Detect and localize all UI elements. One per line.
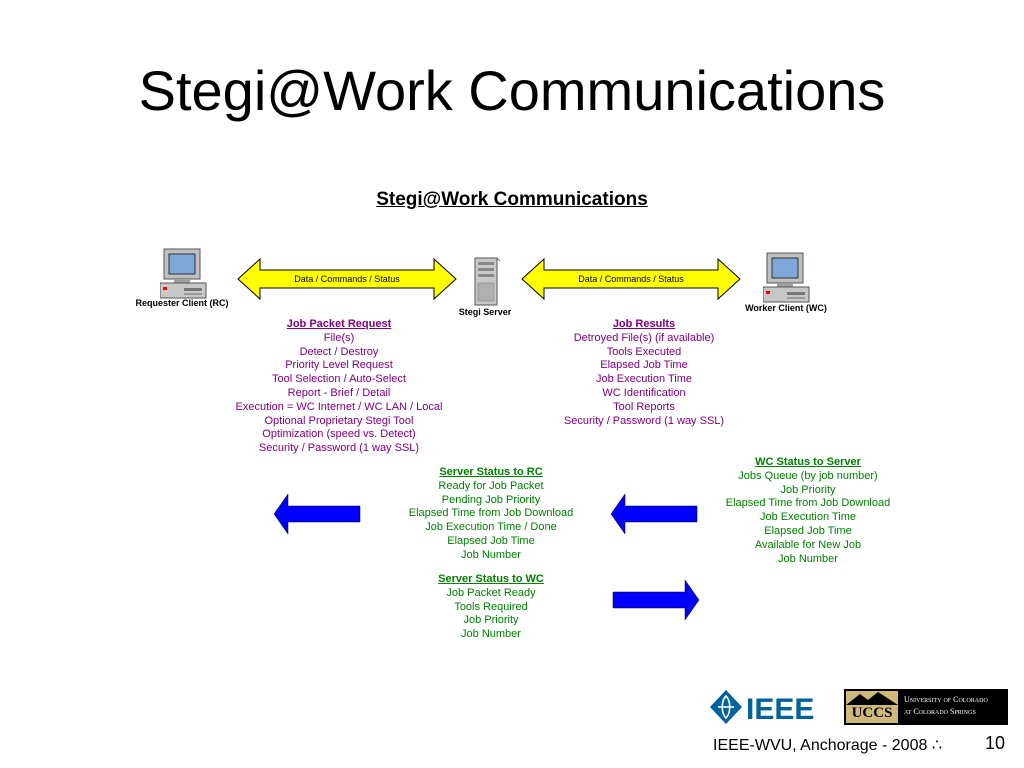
list-item: File(s) [323, 331, 355, 344]
server-icon [474, 257, 500, 306]
list-item: Job Priority [463, 614, 519, 627]
list-item: Available for New Job [754, 538, 862, 551]
list-item: Pending Job Priority [441, 493, 541, 506]
mountain-icon [846, 692, 898, 705]
page-number: 10 [985, 733, 1006, 753]
list-item: Job Packet Ready [446, 586, 536, 599]
list-item: Tool Reports [613, 400, 675, 413]
list-item: Priority Level Request [285, 359, 393, 372]
wc-status-server-heading: WC Status to Server [755, 456, 861, 468]
rc-server-double-arrow [237, 257, 457, 301]
list-item: Elapsed Time from Job Download [408, 507, 574, 520]
uccs-line-1: University of Colorado [904, 695, 988, 704]
list-item: Detect / Destroy [299, 345, 379, 358]
footer-text: IEEE-WVU, Anchorage - 2008 ∴ [713, 737, 942, 754]
worker-client-label: Worker Client (WC) [745, 303, 827, 313]
uccs-short-name: UCCS [851, 705, 893, 721]
list-item: Job Priority [780, 483, 836, 496]
list-item: Job Number [461, 628, 521, 641]
list-item: Elapsed Job Time [447, 534, 535, 547]
job-packet-request-heading: Job Packet Request [286, 318, 392, 330]
diagram-title: Stegi@Work Communications [376, 189, 648, 210]
job-results-block: Job Results Detroyed File(s) (if availab… [524, 318, 764, 428]
server-wc-double-arrow [521, 257, 741, 301]
list-item: Jobs Queue (by job number) [738, 469, 878, 482]
list-item: Report - Brief / Detail [287, 386, 391, 399]
blue-left-arrow-from-wc [610, 493, 698, 535]
list-item: Elapsed Time from Job Download [725, 497, 891, 510]
job-packet-request-block: Job Packet Request File(s) Detect / Dest… [200, 318, 478, 456]
slide-title: Stegi@Work Communications [138, 59, 886, 122]
wc-status-server-block: WC Status to Server Jobs Queue (by job n… [702, 456, 914, 566]
job-results-heading: Job Results [612, 318, 676, 330]
list-item: Optimization (speed vs. Detect) [262, 428, 416, 441]
blue-right-arrow-to-wc [612, 579, 700, 621]
right-link-label: Data / Commands / Status [578, 274, 684, 284]
list-item: Elapsed Job Time [764, 524, 852, 537]
server-status-wc-heading: Server Status to WC [438, 573, 544, 585]
requester-computer-icon [160, 248, 207, 299]
list-item: WC Identification [602, 386, 686, 399]
server-status-rc-block: Server Status to RC Ready for Job Packet… [382, 466, 600, 563]
list-item: Tools Executed [606, 345, 682, 358]
list-item: Ready for Job Packet [438, 479, 544, 492]
uccs-line-2: at Colorado Springs [904, 707, 976, 716]
list-item: Detroyed File(s) (if available) [573, 331, 715, 344]
list-item: Job Execution Time [596, 373, 692, 386]
list-item: Job Number [778, 552, 838, 565]
blue-left-arrow-to-rc [273, 493, 361, 535]
list-item: Tools Required [454, 600, 528, 613]
ieee-logo-text: IEEE [746, 693, 814, 726]
ieee-logo: IEEE [710, 690, 814, 726]
list-item: Optional Proprietary Stegi Tool [264, 414, 414, 427]
list-item: Execution = WC Internet / WC LAN / Local [235, 400, 443, 413]
requester-client-label: Requester Client (RC) [135, 298, 229, 308]
uccs-mountain-mark: UCCS [846, 691, 898, 723]
list-item: Job Execution Time [760, 511, 856, 524]
server-status-rc-heading: Server Status to RC [439, 466, 543, 478]
uccs-logo: UCCS University of Colorado at Colorado … [844, 689, 1008, 725]
list-item: Tool Selection / Auto-Select [272, 373, 406, 386]
list-item: Job Number [461, 548, 521, 561]
worker-computer-icon [763, 252, 810, 303]
left-link-label: Data / Commands / Status [294, 274, 400, 284]
uccs-full-name: University of Colorado at Colorado Sprin… [904, 694, 1008, 718]
server-status-wc-block: Server Status to WC Job Packet Ready Too… [400, 573, 582, 642]
list-item: Security / Password (1 way SSL) [258, 442, 420, 455]
list-item: Job Execution Time / Done [425, 521, 557, 534]
list-item: Security / Password (1 way SSL) [563, 414, 725, 427]
stegi-server-label: Stegi Server [458, 307, 512, 317]
list-item: Elapsed Job Time [600, 359, 688, 372]
